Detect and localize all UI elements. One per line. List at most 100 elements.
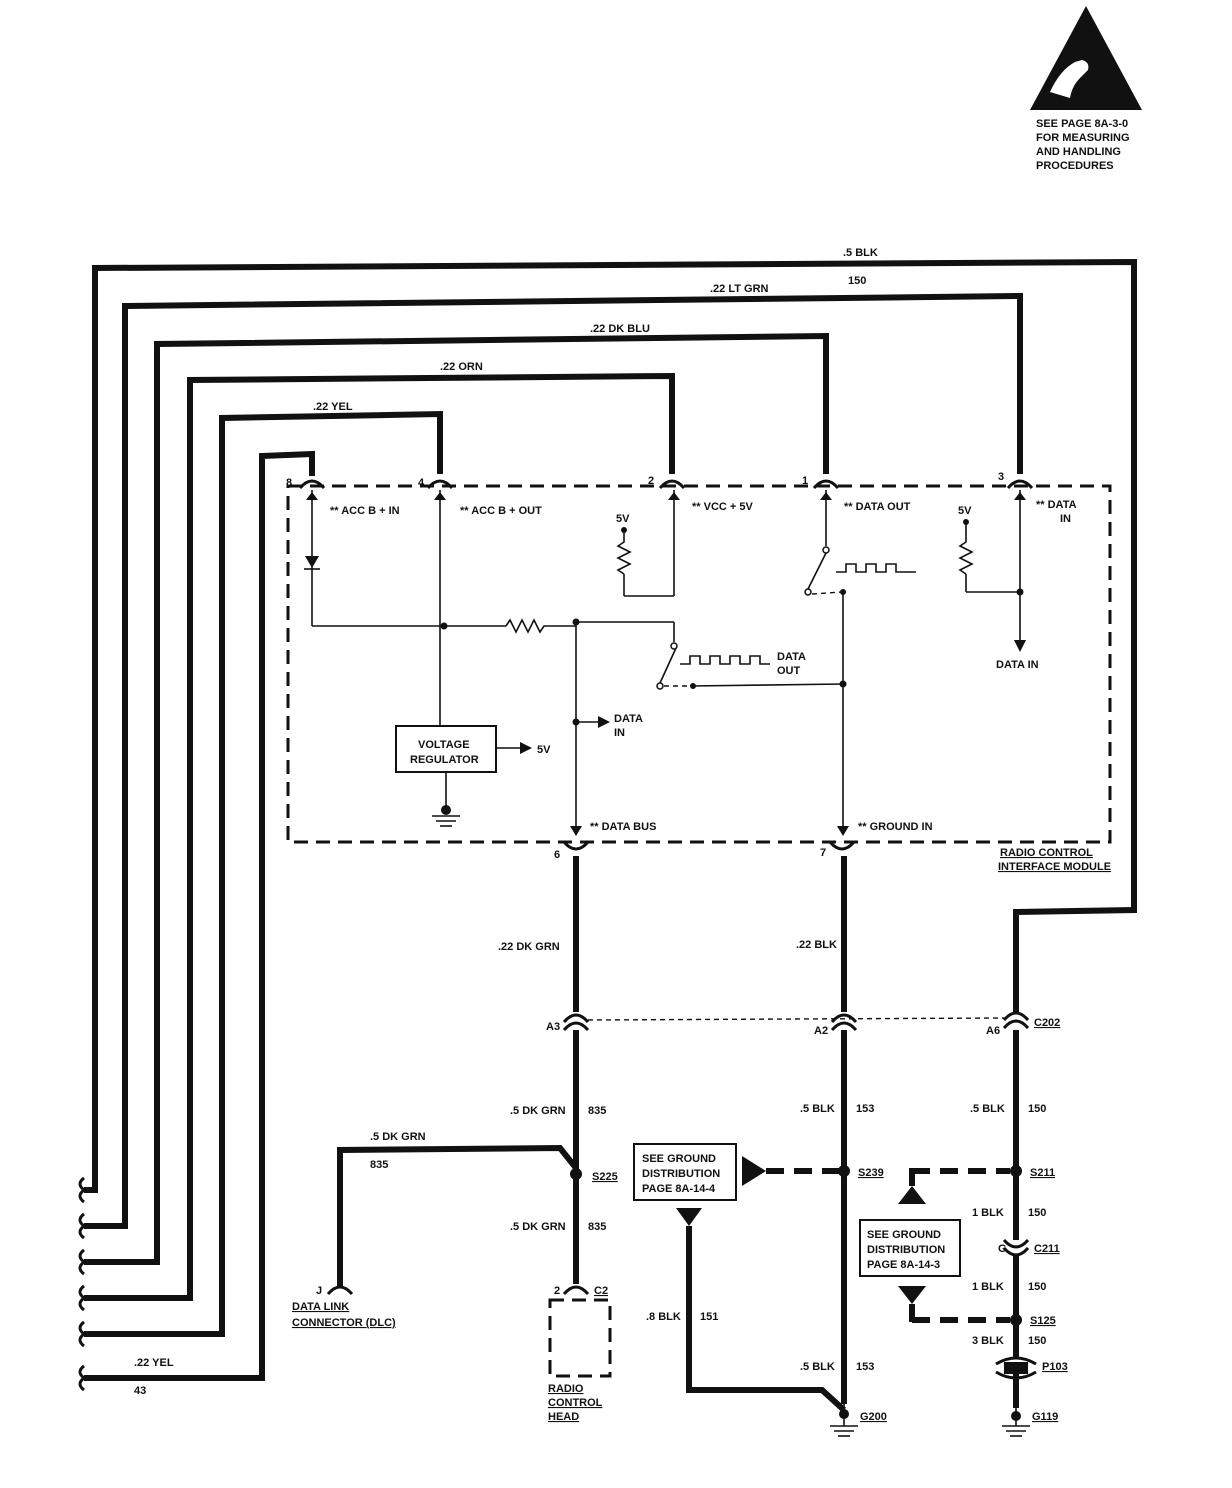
label-blk-a6: .5 BLK	[970, 1103, 1005, 1115]
label-g119: G119	[1032, 1411, 1058, 1423]
pin-8: 8	[286, 477, 292, 489]
label-dlc-pin: J	[316, 1285, 322, 1297]
label-blk-151: .8 BLK	[646, 1311, 681, 1323]
splice-s225-dot	[570, 1168, 582, 1180]
label-blk-top-circuit: 150	[848, 275, 866, 287]
label-c202: C202	[1034, 1017, 1060, 1029]
label-yel-bottom: .22 YEL	[134, 1357, 174, 1369]
label-acc-out: ** ACC B + OUT	[460, 505, 542, 517]
wire-yel-top	[84, 410, 443, 1337]
c211-connector	[1002, 1238, 1030, 1257]
label-data-in-right: DATA IN	[996, 659, 1039, 671]
label-s125: S125	[1030, 1315, 1056, 1327]
label-s211: S211	[1030, 1167, 1055, 1179]
esd-note-line4: PROCEDURES	[1036, 160, 1114, 172]
label-data-in-mid1: DATA	[614, 713, 643, 725]
ground-dist-3-line1: SEE GROUND	[867, 1229, 941, 1241]
label-acc-in: ** ACC B + IN	[330, 505, 400, 517]
label-c2-pin: 2	[554, 1285, 560, 1297]
data-bus-line	[570, 622, 610, 836]
label-data-in-top1: ** DATA	[1036, 499, 1077, 511]
pin-3: 3	[998, 471, 1004, 483]
pin-2: 2	[648, 475, 654, 487]
label-data-out-mid1: DATA	[777, 651, 806, 663]
wire-dk-blu	[84, 332, 829, 1265]
ground-dist-3-box	[859, 1219, 961, 1277]
esd-note-line1: SEE PAGE 8A-3-0	[1036, 118, 1128, 130]
regulator-5v: 5V	[537, 744, 551, 756]
label-yel-top: .22 YEL	[313, 401, 353, 413]
label-vcc: ** VCC + 5V	[692, 501, 753, 513]
module-title-line1: RADIO CONTROL	[1000, 847, 1093, 859]
label-blk-s211-circuit: 150	[1028, 1207, 1046, 1219]
regulator-line2: REGULATOR	[410, 754, 479, 766]
label-blk-a2: .5 BLK	[800, 1103, 835, 1115]
regulator-output	[496, 742, 532, 754]
voltage-regulator-box	[395, 725, 497, 773]
label-dk-grn-a3-circuit: 835	[588, 1105, 606, 1117]
splice-s239-dot	[838, 1165, 850, 1177]
label-blk-p103: 3 BLK	[972, 1335, 1004, 1347]
g200-ground-icon	[830, 1404, 858, 1437]
label-s225: S225	[592, 1171, 618, 1183]
label-yel-bottom-circuit: 43	[134, 1385, 146, 1397]
splice-s211-dot	[1010, 1165, 1022, 1177]
pin3-data-in-circuit	[958, 490, 1026, 652]
ground-dist-4-line3: PAGE 8A-14-4	[642, 1183, 716, 1195]
label-rch2: CONTROL	[548, 1397, 603, 1409]
label-blk-p103-circuit: 150	[1028, 1335, 1046, 1347]
wire-yel-43	[84, 450, 315, 1381]
label-blk-a6-circuit: 150	[1028, 1103, 1046, 1115]
pin-4: 4	[418, 477, 425, 489]
label-5v-left: 5V	[616, 513, 630, 525]
label-dk-grn-module: .22 DK GRN	[498, 941, 560, 953]
label-blk-module: .22 BLK	[796, 939, 837, 951]
module-boundary	[286, 484, 1112, 844]
ground-dist-4-arrows	[676, 1156, 847, 1413]
label-data-out-mid2: OUT	[777, 665, 801, 677]
label-blk-g200-circuit: 153	[856, 1361, 874, 1373]
label-a3: A3	[546, 1021, 560, 1033]
ground-dist-4-box	[633, 1143, 737, 1201]
label-blk-a2-circuit: 153	[856, 1103, 874, 1115]
left-connector-hooks	[78, 1176, 87, 1392]
label-p103: P103	[1042, 1361, 1068, 1373]
label-lt-grn: .22 LT GRN	[710, 283, 769, 295]
label-c2: C2	[594, 1285, 608, 1297]
label-blk-s211: 1 BLK	[972, 1207, 1004, 1219]
resistor-horizontal	[505, 618, 576, 634]
label-blk-151-circuit: 151	[700, 1311, 718, 1323]
regulator-ground-icon	[432, 772, 460, 827]
label-dlc-line1: DATA LINK	[292, 1301, 349, 1313]
pin2-vcc-circuit	[616, 490, 680, 597]
ground-dist-4-line2: DISTRIBUTION	[642, 1168, 720, 1180]
label-dk-grn-a3: .5 DK GRN	[510, 1105, 566, 1117]
ground-dist-4-line1: SEE GROUND	[642, 1153, 716, 1165]
wire-orn	[84, 372, 675, 1301]
regulator-line1: VOLTAGE	[418, 739, 470, 751]
label-orn: .22 ORN	[440, 361, 483, 373]
splice-s125-dot	[1010, 1314, 1022, 1326]
label-data-bus: ** DATA BUS	[590, 821, 656, 833]
radio-control-head-box	[548, 1298, 612, 1378]
label-rch1: RADIO	[548, 1383, 584, 1395]
module-bottom-pins	[562, 840, 856, 851]
pin-1: 1	[802, 475, 808, 487]
pin-7: 7	[820, 847, 826, 859]
pin4-circuit	[434, 490, 448, 726]
label-5v-right: 5V	[958, 505, 972, 517]
label-g-pin: G	[998, 1243, 1007, 1255]
ground-dist-3-paths	[898, 1168, 1010, 1323]
label-a6: A6	[986, 1025, 1000, 1037]
esd-warning-icon	[1030, 6, 1142, 110]
module-title-line2: INTERFACE MODULE	[998, 861, 1111, 873]
c202-connector	[562, 1011, 1030, 1032]
c2-connector-icon	[562, 1285, 590, 1296]
ground-dist-3-line3: PAGE 8A-14-3	[867, 1259, 940, 1271]
ground-dist-3-line2: DISTRIBUTION	[867, 1244, 945, 1256]
esd-note-line3: AND HANDLING	[1036, 146, 1121, 158]
data-out-switch-top	[804, 490, 916, 836]
label-dk-grn-c2: .5 DK GRN	[510, 1221, 566, 1233]
label-ground-in: ** GROUND IN	[858, 821, 933, 833]
